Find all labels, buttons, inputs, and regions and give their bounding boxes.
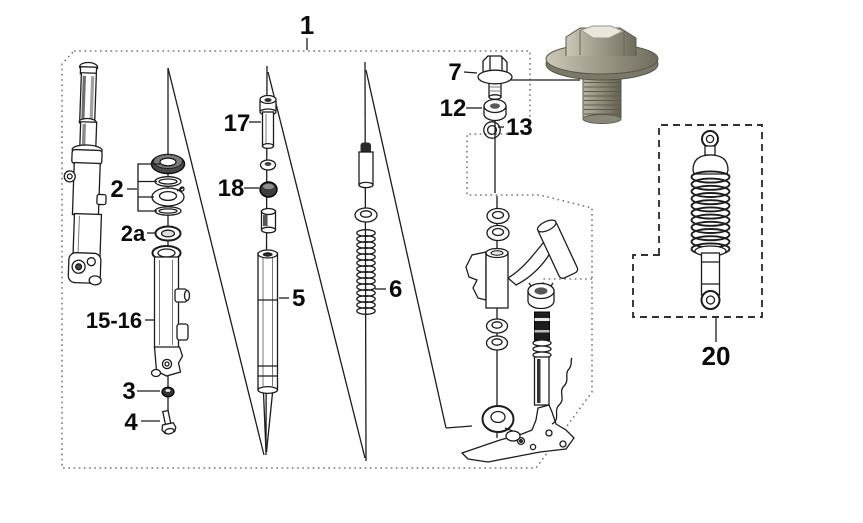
spring-seat-washer bbox=[259, 159, 277, 171]
label-part-20: 20 bbox=[702, 341, 731, 371]
lock-nut-part18 bbox=[259, 181, 278, 198]
label-part-5: 5 bbox=[292, 285, 305, 312]
bottom-case-group bbox=[150, 245, 191, 378]
rebound-spring-part6 bbox=[356, 229, 376, 315]
stem-washer-part12 bbox=[483, 98, 507, 122]
label-part-7: 7 bbox=[448, 59, 461, 86]
stem-bolt-part7 bbox=[477, 55, 513, 100]
rear-shock-absorber bbox=[690, 130, 731, 310]
label-part-17: 17 bbox=[224, 110, 251, 137]
label-part-1: 1 bbox=[300, 10, 314, 40]
inner-fork-tube-part5 bbox=[257, 249, 279, 453]
flange-bolt-photo bbox=[545, 25, 659, 124]
drain-gasket-part3 bbox=[161, 386, 175, 398]
drain-screw-part4 bbox=[161, 409, 177, 435]
label-part-3: 3 bbox=[122, 378, 135, 405]
label-part-6: 6 bbox=[389, 276, 402, 303]
label-part-15-16: 15-16 bbox=[86, 308, 142, 333]
label-part-2: 2 bbox=[110, 176, 123, 203]
stem-o-ring-part13 bbox=[483, 121, 501, 139]
label-leader-lines bbox=[127, 71, 504, 422]
label-part-13: 13 bbox=[506, 114, 533, 141]
part-labels: 1 2 2a 3 4 5 6 7 12 13 15-16 17 18 20 bbox=[86, 10, 731, 436]
damper-rod-group bbox=[354, 142, 378, 223]
seal-stack-group bbox=[137, 153, 186, 242]
front-fork-assembly bbox=[63, 61, 107, 286]
label-part-4: 4 bbox=[124, 409, 138, 436]
spacer-bushing bbox=[260, 207, 277, 234]
steering-stem-group bbox=[460, 207, 579, 463]
fork-cap-bolt-part17 bbox=[259, 94, 277, 150]
label-part-2a: 2a bbox=[121, 221, 146, 246]
label-part-18: 18 bbox=[218, 175, 245, 202]
rear-shock-box bbox=[632, 124, 763, 318]
label-part-12: 12 bbox=[440, 95, 467, 122]
